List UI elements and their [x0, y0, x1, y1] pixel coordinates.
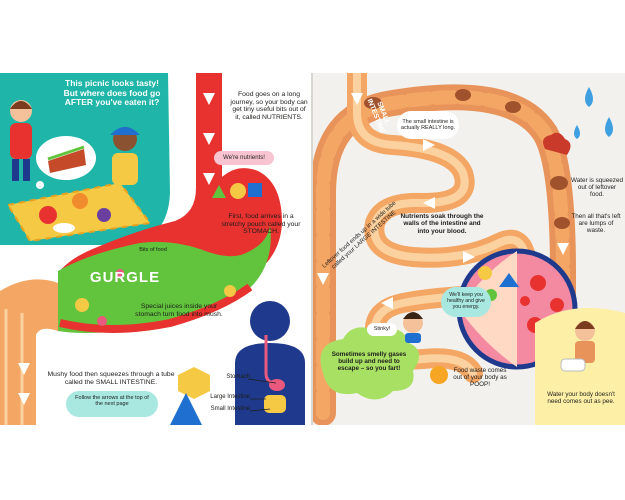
- child-on-toilet: [560, 321, 595, 372]
- triangle-character: [170, 393, 202, 425]
- book-spread: This picnic looks tasty! But where does …: [0, 73, 625, 425]
- nutrients-speech-text: We're nutrients!: [223, 154, 265, 161]
- gurgle-label: GURGLE: [89, 269, 161, 286]
- waste-lump-red: [543, 132, 571, 155]
- healthy-speech-text: We'll keep you healthy and give you ener…: [447, 292, 485, 310]
- bits-of-food-label: Bits of food: [139, 247, 167, 253]
- large-intestine-label: Large Intestine: [210, 394, 250, 400]
- right-page-illustration: [313, 73, 625, 425]
- stinky-kid: [403, 312, 423, 343]
- nutrient-characters: [212, 183, 262, 199]
- food-waste-text: Food waste comes out of your body as POO…: [453, 367, 507, 389]
- right-page: SMALL INTESTINE The small intestine is a…: [313, 73, 625, 425]
- left-page-illustration: [0, 73, 305, 425]
- nutrients-soak-text: Nutrients soak through the walls of the …: [400, 213, 484, 235]
- long-speech-text: The small intestine is actually REALLY l…: [400, 118, 456, 131]
- small-intestine-tube: [0, 279, 58, 425]
- mushy-food-text: Mushy food then squeezes through a tube …: [47, 371, 175, 386]
- stinky-speech-text: Stinky!: [373, 326, 391, 333]
- small-intestine-label: Small Intestine: [210, 406, 250, 412]
- thought-bubble: [36, 136, 96, 189]
- stinky-speech-bubble: Stinky!: [367, 323, 397, 336]
- long-speech-bubble: The small intestine is actually REALLY l…: [397, 111, 459, 139]
- stomach-label: Stomach: [226, 374, 250, 380]
- healthy-speech-bubble: We'll keep you healthy and give you ener…: [441, 287, 491, 317]
- picnic-blanket: [6, 181, 152, 243]
- follow-note-bubble: [66, 391, 158, 417]
- gases-text: Sometimes smelly gases build up and need…: [331, 351, 407, 373]
- flow-arrows: [18, 93, 215, 405]
- journey-text: Food goes on a long journey, so your bod…: [230, 91, 308, 121]
- body-diagram: [235, 301, 305, 425]
- boy-character: [110, 127, 140, 185]
- girl-character: [10, 100, 32, 181]
- nutrients-speech-bubble: We're nutrients!: [214, 151, 274, 165]
- poop-exit: [430, 366, 448, 384]
- fart-cloud: [320, 327, 420, 400]
- pee-text: Water your body doesn't need comes out a…: [547, 391, 615, 406]
- follow-arrows-note: Follow the arrows at the top of the next…: [75, 395, 149, 408]
- hexagon-character: [178, 367, 210, 399]
- intro-text: This picnic looks tasty! But where does …: [63, 78, 161, 108]
- water-drops: [574, 87, 613, 139]
- left-page: This picnic looks tasty! But where does …: [0, 73, 312, 425]
- stomach-juices-text: Special juices inside your stomach turn …: [135, 303, 223, 318]
- waste-lumps-text: Then all that's left are lumps of waste.: [571, 213, 621, 235]
- stomach-intro-text: First, food arrives in a stretchy pouch …: [221, 213, 301, 236]
- water-squeezed-text: Water is squeezed out of leftover food.: [571, 177, 623, 199]
